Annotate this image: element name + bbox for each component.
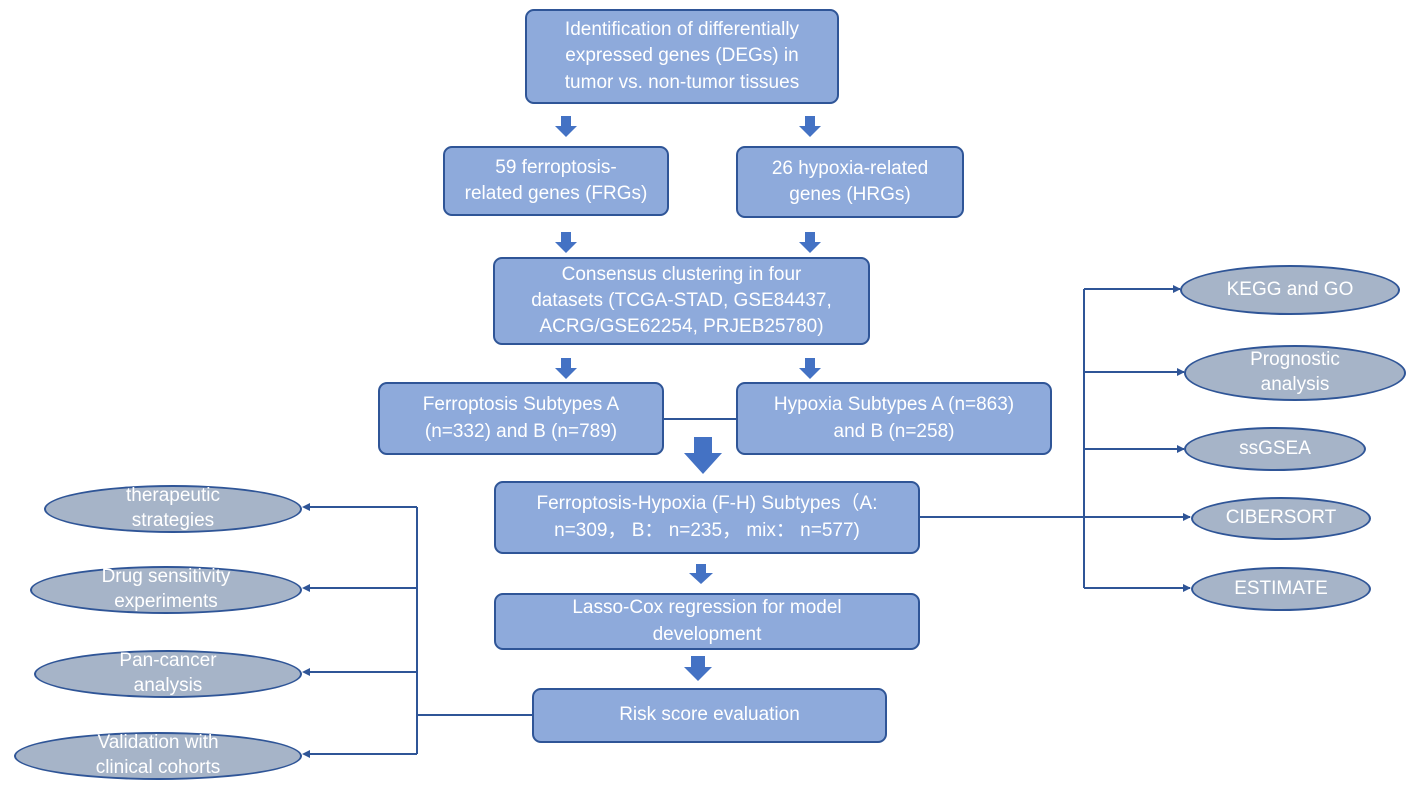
oval-ssgsea: ssGSEA — [1184, 427, 1366, 471]
oval-label: therapeutic strategies — [125, 485, 220, 531]
arrowhead-kegg — [1173, 285, 1181, 293]
node-hrgs: 26 hypoxia-related genes (HRGs) — [736, 146, 964, 218]
oval-label: KEGG and GO — [1226, 278, 1354, 300]
arrowhead-cibersort — [1183, 513, 1191, 521]
block-arrow-consensus-to-hypoxia — [799, 358, 821, 379]
oval-label: Validation with clinical cohorts — [95, 732, 221, 778]
oval-cibersort: CIBERSORT — [1191, 497, 1371, 540]
node-fh-subtypes: Ferroptosis-Hypoxia (F-H) Subtypes（A: n=… — [494, 481, 920, 554]
block-arrow-hrgs-to-consensus — [799, 232, 821, 253]
arrowhead-prognostic — [1177, 368, 1185, 376]
arrowhead-estimate — [1183, 584, 1191, 592]
arrowhead-validation — [302, 750, 310, 758]
node-identification: Identification of differentially express… — [525, 9, 839, 104]
node-ferroptosis-subtypes: Ferroptosis Subtypes A (n=332) and B (n=… — [378, 382, 664, 455]
block-arrow-id-to-frgs — [555, 116, 577, 137]
oval-therapeutic: therapeutic strategies — [44, 485, 302, 533]
arrowhead-pancancer — [302, 668, 310, 676]
block-arrow-subtypes-to-fh — [684, 437, 722, 474]
oval-estimate: ESTIMATE — [1191, 567, 1371, 611]
block-arrow-lasso-to-risk — [684, 656, 712, 681]
node-frgs: 59 ferroptosis- related genes (FRGs) — [443, 146, 669, 216]
block-arrow-frgs-to-consensus — [555, 232, 577, 253]
node-consensus: Consensus clustering in four datasets (T… — [493, 257, 870, 345]
oval-label: Drug sensitivity experiments — [101, 566, 231, 612]
oval-label: Prognostic analysis — [1250, 349, 1340, 395]
node-lasso: Lasso-Cox regression for model developme… — [494, 593, 920, 650]
oval-validation: Validation with clinical cohorts — [14, 732, 302, 780]
node-hypoxia-subtypes: Hypoxia Subtypes A (n=863) and B (n=258) — [736, 382, 1052, 455]
arrowhead-drug — [302, 584, 310, 592]
oval-label: ssGSEA — [1239, 437, 1311, 459]
oval-pan-cancer: Pan-cancer analysis — [34, 650, 302, 698]
oval-prognostic: Prognostic analysis — [1184, 345, 1406, 401]
oval-label: Pan-cancer analysis — [119, 650, 217, 696]
oval-label: ESTIMATE — [1234, 577, 1328, 599]
block-arrow-fh-to-lasso — [689, 564, 713, 584]
block-arrow-consensus-to-ferro — [555, 358, 577, 379]
oval-drug-sensitivity: Drug sensitivity experiments — [30, 566, 302, 614]
arrowhead-therapeutic — [302, 503, 310, 511]
arrowhead-ssgsea — [1177, 445, 1185, 453]
block-arrow-id-to-hrgs — [799, 116, 821, 137]
oval-label: CIBERSORT — [1225, 507, 1337, 529]
node-risk-score: Risk score evaluation — [532, 688, 887, 743]
oval-kegg-go: KEGG and GO — [1180, 265, 1400, 315]
